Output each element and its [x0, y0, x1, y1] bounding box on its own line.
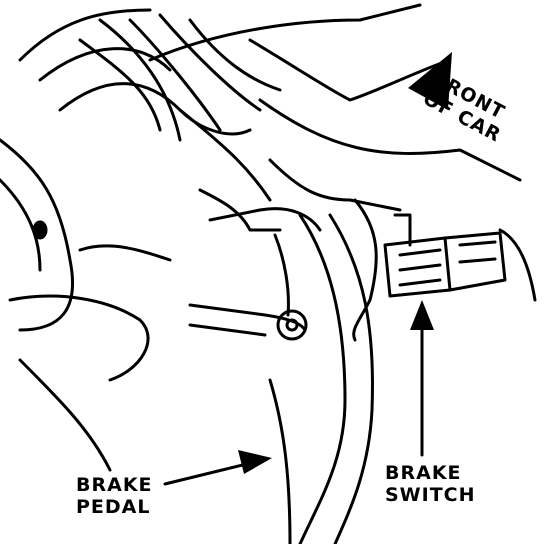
brake-switch-label-line2: SWITCH — [385, 484, 476, 506]
brake-pedal-label: BRAKE PEDAL — [76, 474, 153, 518]
front-of-car-arrow — [408, 52, 452, 110]
brake-pedal-arrowhead — [238, 450, 272, 474]
brake-switch-label: BRAKE SWITCH — [385, 462, 476, 506]
brake-pedal-arrow — [163, 460, 257, 486]
brake-pedal-label-line1: BRAKE — [76, 474, 153, 496]
brake-switch-label-line1: BRAKE — [385, 462, 462, 484]
brake-pedal-arm — [188, 213, 374, 544]
wiring-harness — [18, 8, 282, 142]
pointer-arrows — [163, 313, 424, 486]
brake-switch-connector — [352, 198, 537, 342]
brake-switch-arrowhead — [410, 300, 434, 330]
brake-pedal-label-line2: PEDAL — [76, 496, 151, 518]
mounting-bracket — [0, 138, 322, 472]
